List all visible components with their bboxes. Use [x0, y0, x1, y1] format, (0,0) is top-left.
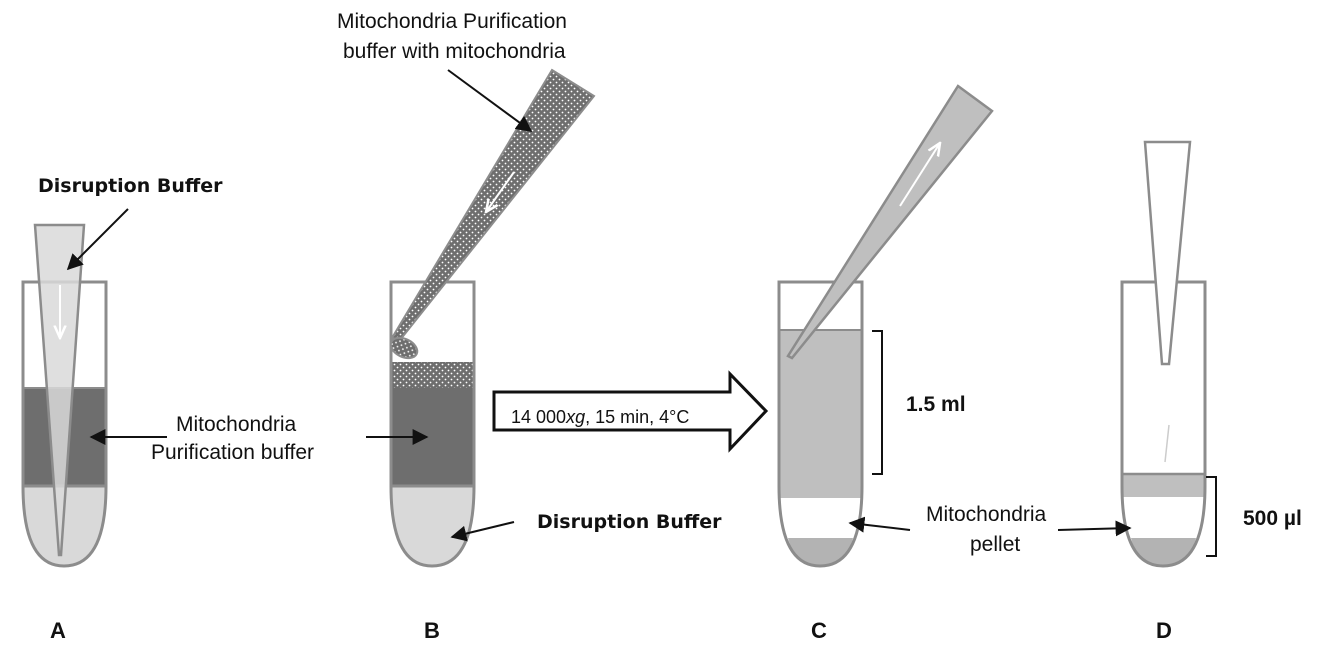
tube-b-pipette-tip — [390, 68, 596, 342]
tube-b-mito-layer — [391, 362, 474, 388]
tube-b-droplet — [389, 336, 419, 360]
tube-b-outline — [389, 280, 476, 568]
tube-c-outline — [777, 280, 864, 568]
bracket-c — [872, 330, 883, 475]
tube-d-pipette-tip — [1143, 140, 1192, 366]
tube-d — [1120, 140, 1207, 568]
tube-a — [21, 223, 108, 568]
centrifuge-conditions: 14 000xg, 15 min, 4°C — [511, 407, 689, 427]
pointer-pellet-c — [848, 516, 911, 533]
mito-purification-with-mito-line2: buffer with mitochondria — [343, 40, 566, 63]
tube-c-pipette-tip — [786, 84, 994, 360]
volume-d-label: 500 µl — [1243, 507, 1302, 530]
panel-label-b: B — [424, 618, 440, 643]
pointer-pellet-d — [1057, 520, 1132, 537]
centrifuge-arrow: 14 000xg, 15 min, 4°C — [492, 370, 769, 453]
mito-purification-buffer-label-line2: Purification buffer — [151, 441, 314, 464]
tube-d-upper-band — [1122, 474, 1205, 497]
tube-c-pellet — [788, 538, 853, 566]
mito-purification-with-mito-line1: Mitochondria Purification — [337, 10, 567, 33]
panel-label-c: C — [811, 618, 827, 643]
tube-d-pellet — [1131, 538, 1196, 566]
mito-purification-buffer-label-line1: Mitochondria — [176, 413, 297, 436]
tube-b-flow-arrow — [486, 171, 515, 212]
tube-b — [389, 68, 596, 568]
pointer-mito-tip — [447, 69, 533, 132]
tube-b-bottom-disruption — [391, 486, 474, 566]
tube-c-flow-arrow — [899, 143, 940, 207]
tube-a-pipette-tip — [33, 223, 86, 557]
tube-c-supernatant — [779, 330, 862, 498]
disruption-buffer-a-label: Disruption Buffer — [38, 175, 223, 197]
tube-a-bottom-light — [23, 486, 106, 566]
panel-label-d: D — [1156, 618, 1172, 643]
pointer-disruption-b — [450, 521, 515, 542]
mito-pellet-label-line2: pellet — [970, 533, 1020, 556]
volume-c-label: 1.5 ml — [906, 393, 966, 416]
bracket-d — [1206, 476, 1217, 557]
panel-label-a: A — [50, 618, 66, 643]
pointer-disruption-a — [66, 208, 129, 271]
tube-a-outline — [21, 280, 108, 568]
mito-pellet-label-line1: Mitochondria — [926, 503, 1047, 526]
tube-c — [777, 84, 994, 568]
disruption-buffer-b-label: Disruption Buffer — [537, 511, 722, 533]
